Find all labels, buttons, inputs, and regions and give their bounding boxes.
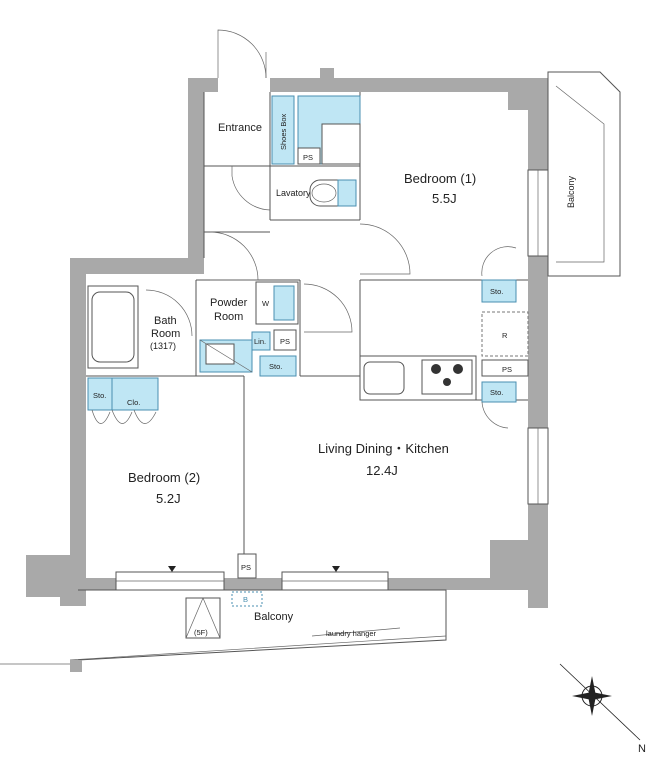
- entrance-door-icon: [217, 29, 267, 79]
- shoes-box: [271, 95, 295, 165]
- sto-box-powder: [259, 355, 297, 377]
- clo-label: Clo.: [127, 398, 140, 407]
- laundry-hanger-label: laundry hanger: [326, 629, 377, 638]
- ldk-door-icon: [303, 283, 353, 333]
- lavatory-label: Lavatory: [276, 188, 311, 198]
- north-label: N: [638, 743, 646, 755]
- laundry-hanger-line: [311, 627, 401, 637]
- ldk-name: Living Dining・Kitchen: [318, 441, 449, 456]
- b-box: [231, 591, 263, 607]
- side-balcony: [547, 71, 621, 277]
- r-label: R: [502, 331, 508, 340]
- w-label: W: [262, 299, 270, 308]
- sto-box-kitchen: [481, 381, 517, 403]
- bedroom2-entry-marker-icon: [168, 566, 176, 572]
- sto-door-icon-kitchen: [481, 401, 509, 429]
- sto-label-1: Sto.: [490, 287, 503, 296]
- bottom-balcony: [69, 589, 447, 661]
- powder-label-1: Powder: [210, 297, 248, 309]
- bedroom1-name: Bedroom (1): [404, 171, 476, 186]
- lin-label: Lin.: [254, 337, 266, 346]
- bedroom2-name: Bedroom (2): [128, 470, 200, 485]
- washbasin-icon: [199, 339, 253, 373]
- ps-label-kitchen: PS: [502, 365, 512, 374]
- entrance-label: Entrance: [218, 122, 262, 134]
- stove-icon: [431, 364, 463, 386]
- bath-label-2: Room: [151, 328, 180, 340]
- sto-box-bedroom1: [481, 279, 517, 303]
- sto-label-powder: Sto.: [269, 362, 282, 371]
- bath-size: (1317): [150, 341, 176, 351]
- ps-box-powder: [273, 329, 297, 351]
- ldk-entry-marker-icon: [332, 566, 340, 572]
- fridge-space: [481, 311, 529, 357]
- ps-label-entrance: PS: [303, 153, 313, 162]
- lavatory-door-icon: [231, 166, 271, 211]
- bathtub-icon: [87, 285, 139, 369]
- bedroom1-door-icon: [359, 223, 411, 275]
- shoes-box-label: Shoes Box: [279, 113, 288, 150]
- kitchen-counter: [359, 355, 477, 401]
- sto-label-kitchen: Sto.: [490, 388, 503, 397]
- b-label: B: [243, 595, 248, 604]
- bottom-balcony-label: Balcony: [254, 611, 294, 623]
- compass-icon: [559, 663, 641, 741]
- sto-label-bedroom2: Sto.: [93, 391, 106, 400]
- ps-box-bottom: [237, 553, 257, 579]
- powder-door-icon: [209, 231, 259, 281]
- emergency-hatch: [185, 597, 221, 639]
- side-balcony-label: Balcony: [566, 175, 576, 208]
- bedroom1-size: 5.5J: [432, 191, 457, 206]
- ps-label-powder: PS: [280, 337, 290, 346]
- sto-box-bedroom2: [87, 377, 113, 411]
- ldk-size: 12.4J: [366, 463, 398, 478]
- ps-box-entrance: [297, 147, 321, 165]
- bath-door-icon: [145, 289, 193, 337]
- bedroom2-size: 5.2J: [156, 491, 181, 506]
- closet-doors-icon: [91, 409, 157, 424]
- floor-note: (5F): [194, 628, 208, 637]
- powder-label-2: Room: [214, 311, 243, 323]
- ps-label-bottom: PS: [241, 563, 251, 572]
- sto-door-icon-1: [481, 246, 517, 277]
- bath-label-1: Bath: [154, 315, 177, 327]
- ps-box-kitchen: [481, 359, 529, 377]
- toilet-icon: [309, 179, 357, 207]
- closet-bedroom2: [111, 377, 159, 411]
